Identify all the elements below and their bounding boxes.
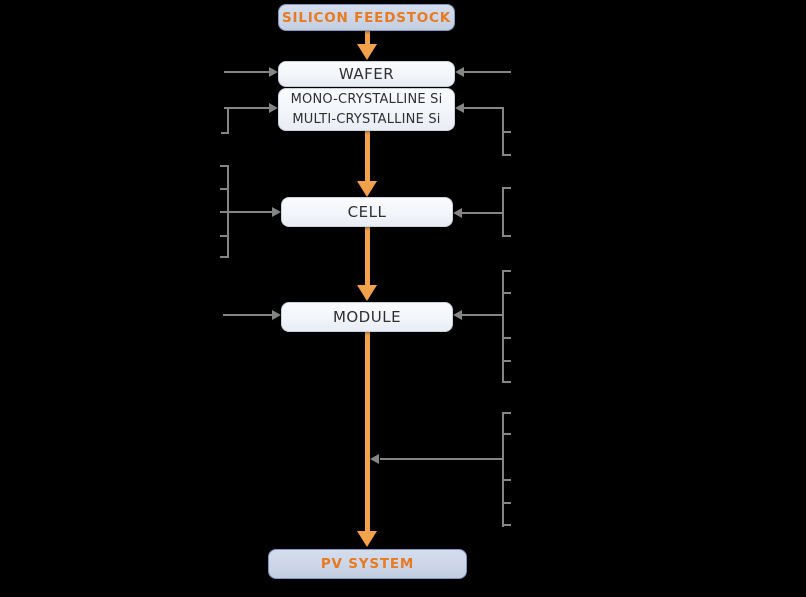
flow-line: [365, 227, 370, 286]
bracket-vline: [227, 108, 229, 134]
flow-line: [365, 332, 370, 532]
wafer-types-node: MONO-CRYSTALLINE Si MULTI-CRYSTALLINE Si: [278, 88, 455, 131]
cell-label: CELL: [347, 203, 387, 221]
bracket-vline: [502, 270, 504, 383]
connector-line: [380, 458, 504, 460]
connector-line: [224, 107, 270, 109]
arrow-down-icon: [357, 181, 377, 197]
bracket-tick: [502, 381, 511, 383]
bracket-tick: [502, 337, 511, 339]
bracket-tick: [502, 235, 511, 237]
arrow-down-icon: [357, 44, 377, 60]
pv-system-label: PV SYSTEM: [320, 556, 415, 572]
bracket-tick: [220, 235, 227, 237]
flow-line: [365, 131, 370, 182]
module-label: MODULE: [332, 308, 402, 326]
arrow-right-icon: [272, 207, 281, 217]
bracket-tick: [220, 165, 227, 167]
connector-line: [464, 107, 504, 109]
connector-line: [462, 212, 504, 214]
wafer-type-mono-label: MONO-CRYSTALLINE Si: [290, 91, 443, 107]
wafer-type-multi-label: MULTI-CRYSTALLINE Si: [292, 111, 441, 127]
arrow-right-icon: [272, 310, 281, 320]
cell-node: CELL: [281, 197, 453, 227]
wafer-label: WAFER: [338, 65, 395, 83]
flow-line: [365, 31, 370, 46]
bracket-tick: [502, 187, 511, 189]
bracket-tick: [220, 256, 227, 258]
bracket-tick: [502, 131, 511, 133]
arrow-left-icon: [453, 310, 462, 320]
bracket-tick: [502, 502, 511, 504]
connector-line: [464, 71, 511, 73]
silicon-feedstock-label: SILICON FEEDSTOCK: [281, 9, 451, 26]
bracket-vline: [502, 412, 504, 527]
bracket-tick: [502, 292, 511, 294]
arrow-left-icon: [455, 67, 464, 77]
module-node: MODULE: [281, 302, 453, 332]
silicon-feedstock-node: SILICON FEEDSTOCK: [278, 4, 455, 31]
connector-line: [220, 211, 272, 213]
bracket-tick: [502, 154, 511, 156]
bracket-tick: [502, 479, 511, 481]
arrow-left-icon: [453, 208, 462, 218]
connector-line: [462, 314, 504, 316]
arrow-down-icon: [357, 531, 377, 547]
bracket-tick: [502, 270, 511, 272]
bracket-tick: [502, 524, 511, 526]
arrow-left-icon: [370, 454, 379, 464]
arrow-right-icon: [269, 67, 278, 77]
arrow-right-icon: [269, 103, 278, 113]
bracket-tick: [502, 433, 511, 435]
bracket-tick: [220, 188, 227, 190]
bracket-tick: [502, 412, 511, 414]
wafer-node: WAFER: [278, 61, 455, 87]
connector-line: [223, 314, 273, 316]
bracket-tick: [502, 360, 511, 362]
arrow-left-icon: [455, 103, 464, 113]
arrow-down-icon: [357, 285, 377, 301]
bracket-tick: [221, 132, 228, 134]
connector-line: [224, 71, 270, 73]
pv-system-node: PV SYSTEM: [268, 549, 467, 579]
